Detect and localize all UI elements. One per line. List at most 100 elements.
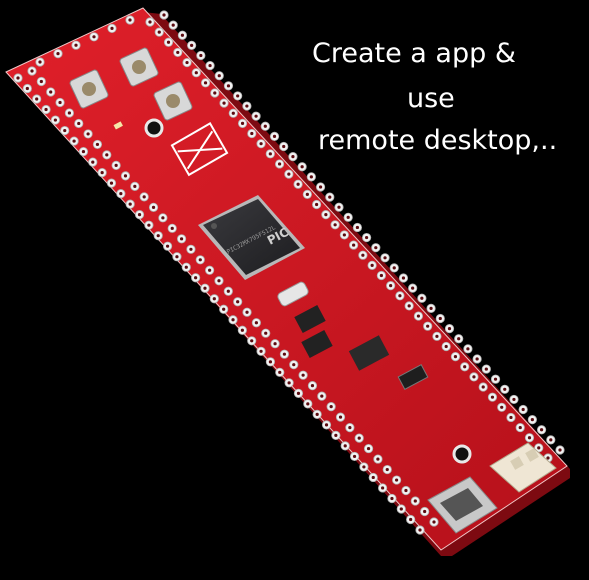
pad-hole <box>226 289 230 293</box>
pad-hole <box>254 114 258 118</box>
pad-hole <box>379 273 383 278</box>
pad-hole <box>333 223 337 227</box>
mounting-hole <box>144 118 164 138</box>
pad-hole <box>199 53 203 58</box>
pad-hole <box>194 276 198 280</box>
usb-connector <box>427 476 498 534</box>
user-button <box>119 47 159 87</box>
pad-hole <box>447 327 452 331</box>
pad-hole <box>296 182 300 186</box>
pad-hole <box>296 391 301 395</box>
pad-hole <box>217 74 221 78</box>
pad-hole <box>466 347 470 351</box>
pad-hole <box>342 233 346 237</box>
pad-hole <box>95 142 100 147</box>
pad-hole <box>361 253 365 257</box>
pad-hole <box>49 90 53 94</box>
pad-hole <box>418 528 422 532</box>
pad-hole <box>194 71 198 75</box>
pad-hole <box>217 279 221 283</box>
pad-hole <box>300 165 304 169</box>
voltage-regulator <box>301 329 333 359</box>
pad-hole <box>432 520 436 524</box>
pad-hole <box>30 69 34 73</box>
pad-hole <box>398 294 402 298</box>
pad-hole <box>137 213 142 217</box>
pad-hole <box>429 306 433 310</box>
pad-hole <box>527 436 532 440</box>
pad-hole <box>395 478 399 482</box>
pad-hole <box>490 395 495 399</box>
pad-hole <box>277 162 282 166</box>
pad-hole <box>371 475 375 480</box>
pad-hole <box>240 328 244 332</box>
pad-hole <box>305 192 309 196</box>
microcontroller-chip: PIC PIC32MX795F512L <box>198 195 305 280</box>
mounting-hole <box>452 444 472 464</box>
pad-hole <box>365 235 369 240</box>
pad-hole <box>67 111 71 115</box>
pad-hole <box>512 397 516 402</box>
pad-hole <box>370 263 374 267</box>
pad-hole <box>133 184 137 188</box>
pad-hole <box>176 50 180 55</box>
pad-hole <box>123 174 128 178</box>
pad-hole <box>366 446 371 451</box>
pad-hole <box>185 60 189 65</box>
pad-hole <box>180 33 185 37</box>
pad-hole <box>189 247 193 251</box>
pad-hole <box>231 111 235 115</box>
pad-hole <box>35 97 39 101</box>
pad-hole <box>291 155 295 159</box>
pad-hole <box>324 423 329 427</box>
pad-hole <box>268 152 272 156</box>
pad-hole <box>301 373 305 377</box>
pad-hole <box>539 428 544 432</box>
pad-hole <box>407 304 411 308</box>
pad-hole <box>420 296 424 300</box>
pad-hole <box>86 132 90 136</box>
pad-hole <box>157 30 161 34</box>
pad-hole <box>114 163 118 167</box>
pad-hole <box>287 172 291 176</box>
pad-hole <box>435 334 439 338</box>
power-switch <box>397 364 429 390</box>
pad-hole <box>25 86 29 91</box>
caption-line-1: Create a app & <box>312 38 516 69</box>
pad-hole <box>213 91 217 95</box>
pad-hole <box>389 284 393 288</box>
pad-hole <box>165 244 170 248</box>
pad-hole <box>463 365 467 369</box>
pad-hole <box>222 307 226 311</box>
pad-hole <box>453 355 458 359</box>
pad-hole <box>175 255 179 259</box>
pad-hole <box>320 394 324 398</box>
pad-hole <box>240 121 245 125</box>
pad-hole <box>110 26 114 30</box>
pad-hole <box>309 175 313 179</box>
pad-hole <box>318 185 323 189</box>
pad-hole <box>92 35 96 39</box>
pad-hole <box>272 134 277 138</box>
pad-hole <box>352 454 357 459</box>
pad-hole <box>343 444 347 448</box>
jst-connector <box>489 442 557 493</box>
regulator-ic <box>348 335 390 371</box>
crystal-oscillator <box>277 281 309 307</box>
pad-hole <box>413 499 417 503</box>
pad-hole <box>509 415 513 420</box>
pad-hole <box>355 225 359 230</box>
pad-hole <box>500 405 504 409</box>
pad-hole <box>404 488 408 493</box>
pad-hole <box>105 153 109 157</box>
pad-hole <box>558 448 562 452</box>
pad-hole <box>481 385 485 389</box>
pad-hole <box>411 286 415 290</box>
pad-hole <box>203 286 207 290</box>
pad-hole <box>250 339 254 343</box>
pad-hole <box>264 331 268 335</box>
pad-hole <box>278 370 282 374</box>
pad-hole <box>292 363 296 367</box>
pad-hole <box>438 316 442 321</box>
